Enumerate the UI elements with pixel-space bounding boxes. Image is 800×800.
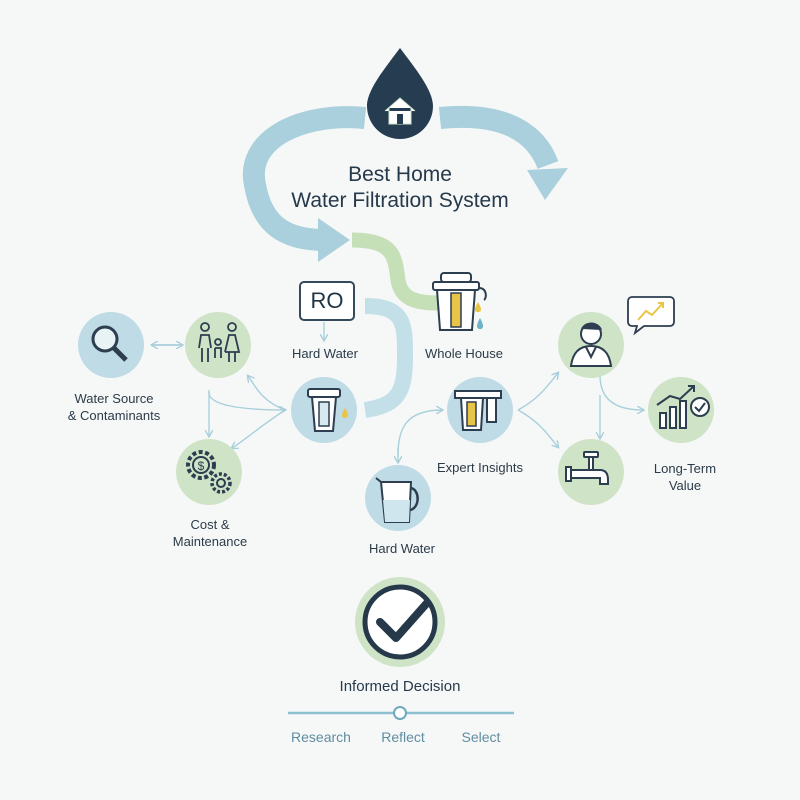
chart-bubble-icon <box>627 296 675 336</box>
svg-text:$: $ <box>198 459 205 473</box>
cost-node <box>176 439 242 505</box>
water-drop-home-icon <box>367 48 433 139</box>
label-long-term-line-1: Long-Term <box>653 461 717 476</box>
whole-house-filter-icon <box>432 272 487 331</box>
growth-chart-icon <box>656 385 710 429</box>
cycle-arrow-right <box>438 105 559 170</box>
label-hard-water-top: Hard Water <box>292 346 358 361</box>
step-select: Select <box>461 729 501 745</box>
label-water-source: Water Source & Contaminants <box>59 390 169 424</box>
label-long-term-line-2: Value <box>668 478 702 493</box>
label-long-term-value: Long-Term Value <box>640 460 730 494</box>
label-water-source-line-1: Water Source <box>74 391 154 406</box>
step-reflect: Reflect <box>381 729 425 745</box>
expert-person-icon <box>569 322 613 367</box>
dual-filter-icon <box>454 390 502 431</box>
family-icon <box>198 322 241 362</box>
gears-dollar-icon: $ <box>186 450 232 494</box>
ribbon-blue <box>363 298 414 418</box>
ro-label: RO <box>299 281 355 321</box>
cycle-arrow-left <box>242 106 367 251</box>
pitcher-icon <box>375 477 419 523</box>
step-research: Research <box>291 729 351 745</box>
progress-slider <box>288 706 514 720</box>
filter-cartridge-icon <box>307 388 348 432</box>
label-whole-house: Whole House <box>424 346 504 361</box>
cycle-arrow-left-head <box>318 218 350 262</box>
label-water-source-line-2: & Contaminants <box>67 408 161 423</box>
checkmark-icon <box>355 577 445 667</box>
title-line-1: Best Home <box>348 163 452 186</box>
label-expert-insights: Expert Insights <box>437 460 523 475</box>
label-cost-line-1: Cost & <box>190 517 230 532</box>
cycle-arrow-right-head <box>527 168 568 200</box>
decision-label: Informed Decision <box>339 678 461 695</box>
faucet-icon <box>565 451 609 485</box>
label-hard-water-bottom: Hard Water <box>369 541 435 556</box>
ribbon-green <box>351 232 439 311</box>
label-cost-line-2: Maintenance <box>172 534 248 549</box>
magnifier-icon <box>91 325 128 362</box>
connector-lines <box>152 322 643 462</box>
label-cost-maintenance: Cost & Maintenance <box>160 516 260 550</box>
title-line-2: Water Filtration System <box>291 189 509 212</box>
